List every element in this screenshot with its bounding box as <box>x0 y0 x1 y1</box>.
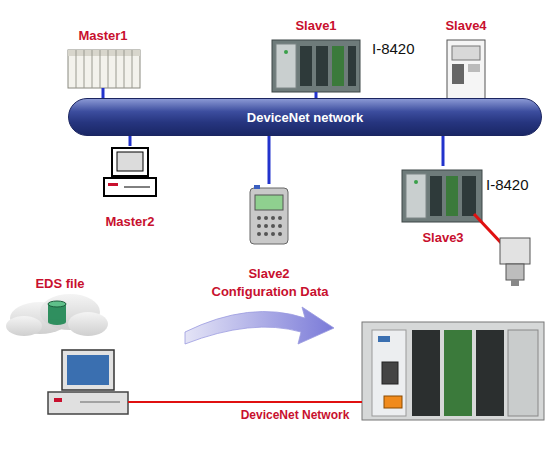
device-node: Slave4 <box>440 18 492 98</box>
device-label: Slave3 <box>422 230 463 246</box>
device-node: Slave3 <box>398 166 488 246</box>
annotation-label: DeviceNet Network <box>195 408 395 422</box>
device-label: Master2 <box>105 214 154 230</box>
device-node: Master2 <box>100 146 160 230</box>
tower-device <box>447 40 485 100</box>
device-node: Slave1 <box>270 18 362 92</box>
servo-motor <box>500 238 530 286</box>
controller-unit <box>272 40 360 92</box>
bus-drop-line <box>102 88 105 98</box>
device-label: Master1 <box>78 28 127 44</box>
device-label: Slave2 <box>248 266 289 282</box>
device-label: Slave4 <box>445 18 486 34</box>
controller-unit <box>402 170 482 222</box>
network-bus: DeviceNet network <box>68 98 542 136</box>
annotation-label: Configuration Data <box>190 284 350 299</box>
handheld-terminal <box>250 185 288 244</box>
device-node: Slave2 <box>240 184 298 282</box>
bus-label: DeviceNet network <box>247 110 363 125</box>
plc-rack <box>68 50 140 88</box>
bus-drop-line <box>268 136 271 184</box>
device-label: EDS file <box>35 276 84 292</box>
controller-unit <box>362 322 544 420</box>
model-number: I-8420 <box>372 40 442 57</box>
bus-drop-line <box>442 136 445 166</box>
model-number: I-8420 <box>486 176 552 193</box>
bus-drop-line <box>315 92 318 98</box>
device-node: EDS file <box>10 276 110 338</box>
personal-computer <box>48 350 128 414</box>
network-cable <box>128 401 362 403</box>
computer-icon <box>104 148 156 196</box>
bus-drop-line <box>129 136 132 146</box>
cloud <box>6 294 108 336</box>
device-node: Master1 <box>62 28 144 88</box>
transfer-arrow <box>185 307 334 344</box>
device-label: Slave1 <box>295 18 336 34</box>
